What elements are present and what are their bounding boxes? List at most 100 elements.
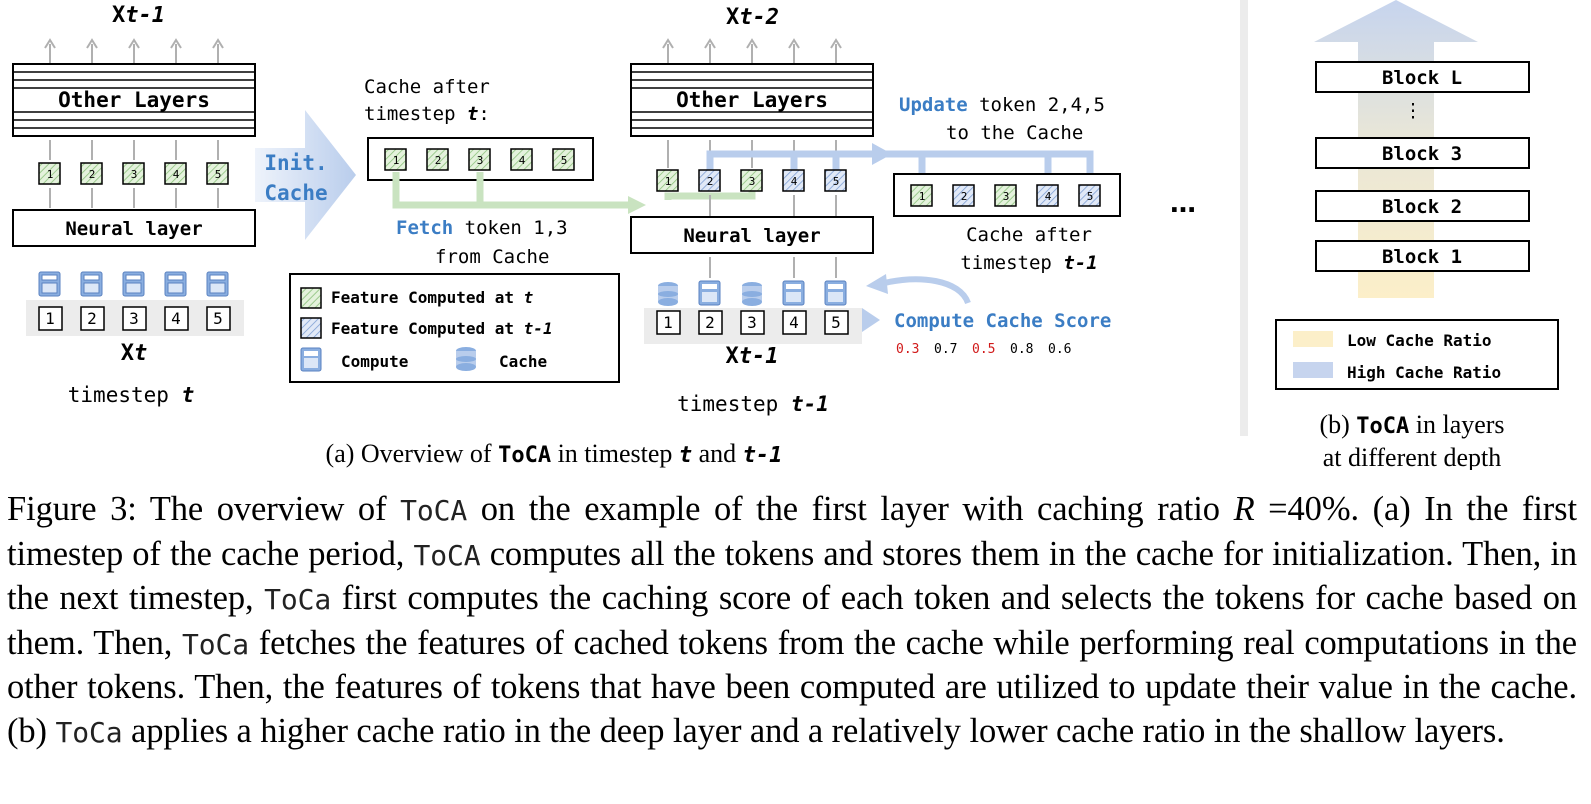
toca-overview-figure: Xt-1 Other Layers 1 2 [12, 0, 1559, 470]
svg-text:3: 3 [749, 175, 756, 188]
block-2: Block 2 [1382, 196, 1462, 218]
svg-text:Compute Cache Score: Compute Cache Score [894, 310, 1111, 332]
timestep-word-left: timestep [68, 383, 169, 407]
svg-text:timestep t:: timestep t: [364, 103, 490, 125]
score-2: 0.7 [934, 342, 957, 357]
block-1: Block 1 [1382, 246, 1462, 268]
score-1: 0.3 [896, 342, 919, 357]
calculator-icon [80, 271, 103, 297]
svg-text:Compute: Compute [341, 352, 408, 371]
svg-text:2: 2 [961, 190, 968, 203]
svg-text:Cache after: Cache after [364, 76, 490, 98]
svg-text:1: 1 [393, 154, 400, 167]
svg-text:High Cache Ratio: High Cache Ratio [1347, 363, 1501, 382]
svg-text:2: 2 [87, 309, 97, 328]
calculator-icon [698, 280, 721, 306]
svg-text:5: 5 [831, 313, 841, 332]
calculator-icon [300, 347, 322, 372]
svg-text:5: 5 [1087, 190, 1094, 203]
svg-text:2: 2 [89, 168, 96, 181]
svg-text:4: 4 [1045, 190, 1052, 203]
block-dots: ⋮ [1404, 100, 1423, 122]
part-b-depth: Block L ⋮ Block 3 Block 2 Block 1 Low Ca… [1275, 0, 1559, 470]
svg-text:Low Cache Ratio: Low Cache Ratio [1347, 331, 1492, 350]
svg-text:3: 3 [477, 154, 484, 167]
svg-text:2: 2 [705, 313, 715, 332]
update-text: Update token 2,4,5 to the Cache [899, 94, 1105, 144]
block-l: Block L [1382, 67, 1462, 89]
svg-text:Feature Computed at t: Feature Computed at t [331, 288, 534, 307]
panel-divider [1240, 0, 1248, 436]
svg-text:4: 4 [791, 175, 798, 188]
svg-text:4: 4 [171, 309, 181, 328]
calculator-icon [782, 280, 805, 306]
calculator-icon [206, 271, 229, 297]
database-icon [658, 282, 678, 306]
svg-text:Xt-2: Xt-2 [726, 5, 779, 30]
other-layers-label-left: Other Layers [58, 88, 210, 112]
calculator-icon [122, 271, 145, 297]
timestep-val-left: t [182, 383, 195, 407]
other-layers-middle: Other Layers [630, 63, 874, 137]
neural-layer-middle: Neural layer [630, 216, 874, 254]
input-tokens-middle: 1 2 3 4 5 [656, 310, 849, 335]
svg-text:4: 4 [173, 168, 180, 181]
svg-text:3: 3 [129, 309, 139, 328]
svg-text:timestep t: timestep t [68, 383, 194, 407]
score-3: 0.5 [972, 342, 995, 357]
feature-tokens-left: 1 2 3 4 5 [38, 162, 229, 185]
compute-icons-left [38, 271, 229, 297]
timestep-t-group: Xt-1 Other Layers 1 2 [12, 3, 256, 407]
caption-part-a: (a) Overview of ToCA in timestep t and t… [326, 439, 783, 468]
legend-part-a: Feature Computed at t Feature Computed a… [289, 273, 620, 383]
cache-after-t1: 1 2 3 4 5 Cache after timestep t-1 [893, 173, 1121, 274]
svg-text:1: 1 [919, 190, 926, 203]
svg-text:4: 4 [789, 313, 799, 332]
svg-text:to the Cache: to the Cache [946, 122, 1083, 144]
figure-caption: Figure 3: The overview of ToCA on the ex… [7, 490, 1577, 750]
svg-text:5: 5 [215, 168, 222, 181]
svg-text:5: 5 [213, 309, 223, 328]
svg-text:2: 2 [707, 175, 714, 188]
other-layers-left: Other Layers [12, 63, 256, 137]
timestep-t1-group: Xt-2 Other Layers [630, 5, 1094, 416]
svg-text:from Cache: from Cache [435, 246, 549, 268]
input-var-left: X [121, 341, 134, 366]
block-3: Block 3 [1382, 143, 1462, 165]
svg-text:Other Layers: Other Layers [676, 88, 828, 112]
ellipsis: … [1170, 189, 1196, 219]
compute-cache-icons-middle [658, 280, 847, 306]
svg-text:Cache: Cache [499, 352, 547, 371]
svg-text:5: 5 [833, 175, 840, 188]
feature-tokens-middle: 1 2 3 4 5 [656, 169, 847, 192]
svg-text:Xt-1: Xt-1 [112, 3, 165, 28]
svg-text:timestep t-1: timestep t-1 [960, 252, 1097, 274]
output-arrows-left [44, 38, 224, 64]
svg-text:Fetch token 1,3: Fetch token 1,3 [396, 217, 568, 239]
database-icon [742, 282, 762, 306]
fetch-text: Fetch token 1,3 from Cache [396, 217, 568, 268]
score-4: 0.8 [1010, 342, 1033, 357]
svg-text:1: 1 [663, 313, 673, 332]
score-5: 0.6 [1048, 342, 1071, 357]
compute-cache-score: Compute Cache Score 0.3 0.7 0.5 0.8 0.6 [862, 274, 1111, 357]
svg-text:3: 3 [131, 168, 138, 181]
svg-text:Update token 2,4,5: Update token 2,4,5 [899, 94, 1105, 116]
svg-text:1: 1 [665, 175, 672, 188]
svg-text:Cache after: Cache after [966, 224, 1092, 246]
svg-text:5: 5 [561, 154, 568, 167]
svg-text:timestep t-1: timestep t-1 [677, 392, 829, 416]
init-label: Init. [264, 151, 327, 175]
svg-text:Feature Computed at t-1: Feature Computed at t-1 [331, 319, 553, 338]
neural-layer-left: Neural layer [12, 209, 256, 247]
svg-text:Xt-1: Xt-1 [726, 344, 779, 369]
database-icon [456, 347, 476, 371]
output-var-left: X [112, 3, 125, 28]
svg-text:1: 1 [45, 309, 55, 328]
caption-part-b-line1: (b) ToCA in layers [1319, 410, 1504, 439]
svg-text:3: 3 [1003, 190, 1010, 203]
legend-part-b: Low Cache Ratio High Cache Ratio [1275, 319, 1559, 390]
input-sub-left: t [134, 341, 147, 366]
neural-layer-label-left: Neural layer [65, 218, 202, 240]
cache-label: Cache [264, 181, 327, 205]
